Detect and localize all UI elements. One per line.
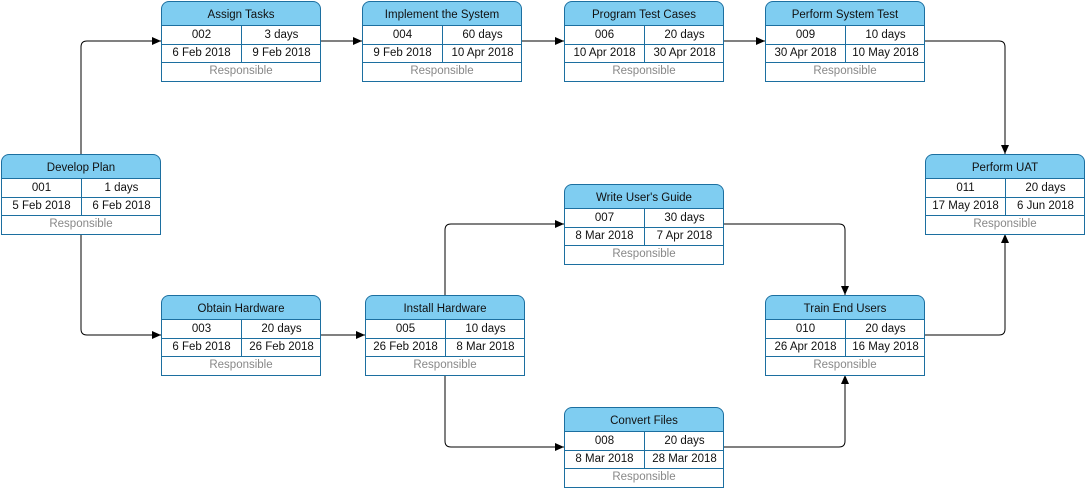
task-name: Develop Plan [1,154,161,179]
task-duration: 60 days [442,26,522,45]
task-duration: 20 days [644,432,724,451]
task-responsible: Responsible [413,359,477,371]
arrow-train-to-uat [925,234,1009,336]
task-number: 009 [766,26,845,45]
task-number: 005 [366,320,445,339]
task-name: Convert Files [564,407,724,432]
task-name: Implement the System [362,1,522,26]
task-duration: 1 days [81,179,161,198]
task-name: Install Hardware [365,295,525,320]
task-end-date: 10 Apr 2018 [442,44,522,63]
arrow-install-to-convert [444,375,564,451]
task-start-date: 26 Feb 2018 [366,338,445,357]
task-start-date: 6 Feb 2018 [162,44,241,63]
task-duration: 20 days [845,320,925,339]
task-end-date: 6 Jun 2018 [1005,197,1085,216]
task-duration: 20 days [644,26,724,45]
task-responsible: Responsible [209,65,273,77]
task-name: Perform System Test [765,1,925,26]
task-number: 007 [565,209,644,228]
task-number: 001 [2,179,81,198]
task-end-date: 16 May 2018 [845,338,925,357]
task-duration: 10 days [845,26,925,45]
task-number: 011 [926,179,1005,198]
task-responsible: Responsible [410,65,474,77]
task-number: 008 [565,432,644,451]
task-name: Perform UAT [925,154,1085,179]
arrow-develop-to-obtain [80,234,161,339]
task-number: 010 [766,320,845,339]
task-start-date: 8 Mar 2018 [565,450,644,469]
arrow-develop-to-assign [80,37,161,154]
task-start-date: 8 Mar 2018 [565,227,644,246]
task-responsible: Responsible [813,359,877,371]
task-start-date: 17 May 2018 [926,197,1005,216]
arrow-install-to-guide [444,220,564,295]
arrow-systest-to-uat [925,40,1009,154]
task-number: 003 [162,320,241,339]
task-responsible: Responsible [813,65,877,77]
task-end-date: 28 Mar 2018 [644,450,724,469]
task-start-date: 9 Feb 2018 [363,44,442,63]
task-end-date: 9 Feb 2018 [241,44,321,63]
task-start-date: 5 Feb 2018 [2,197,81,216]
task-responsible: Responsible [612,65,676,77]
task-responsible: Responsible [612,248,676,260]
task-name: Assign Tasks [161,1,321,26]
task-duration: 20 days [241,320,321,339]
task-end-date: 7 Apr 2018 [644,227,724,246]
arrow-guide-to-train [724,223,849,295]
task-end-date: 6 Feb 2018 [81,197,161,216]
task-name: Write User's Guide [564,184,724,209]
task-start-date: 30 Apr 2018 [766,44,845,63]
task-start-date: 26 Apr 2018 [766,338,845,357]
task-responsible: Responsible [612,471,676,483]
task-end-date: 10 May 2018 [845,44,925,63]
task-name: Program Test Cases [564,1,724,26]
task-duration: 30 days [644,209,724,228]
arrow-convert-to-train [724,375,849,448]
task-responsible: Responsible [49,218,113,230]
task-number: 004 [363,26,442,45]
task-start-date: 10 Apr 2018 [565,44,644,63]
task-end-date: 8 Mar 2018 [445,338,525,357]
task-name: Train End Users [765,295,925,320]
task-responsible: Responsible [973,218,1037,230]
task-number: 006 [565,26,644,45]
task-responsible: Responsible [209,359,273,371]
task-end-date: 30 Apr 2018 [644,44,724,63]
task-name: Obtain Hardware [161,295,321,320]
task-number: 002 [162,26,241,45]
task-end-date: 26 Feb 2018 [241,338,321,357]
task-start-date: 6 Feb 2018 [162,338,241,357]
task-duration: 10 days [445,320,525,339]
task-duration: 20 days [1005,179,1085,198]
task-duration: 3 days [241,26,321,45]
